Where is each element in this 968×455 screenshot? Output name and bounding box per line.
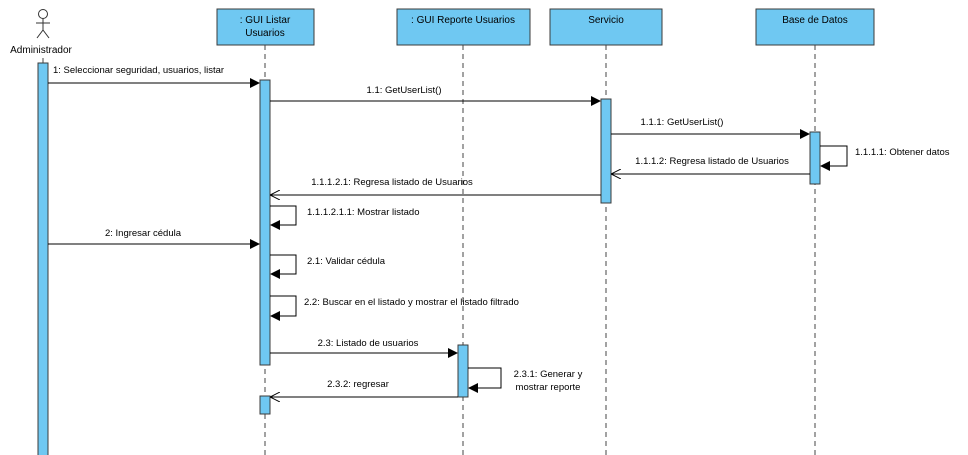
servicio-activation xyxy=(600,98,612,204)
message-1-1-1-2-1-return: 1.1.1.2.1: Regresa listado de Usuarios xyxy=(271,177,601,195)
participant-gui-listar-usuarios: : GUI Listar Usuarios xyxy=(216,8,315,46)
base-de-datos-activation xyxy=(809,131,821,185)
message-1-1-1-2-1-1: 1.1.1.2.1.1: Mostrar listado xyxy=(270,205,419,230)
participant-label: Base de Datos xyxy=(782,15,848,26)
message-label: 1.1.1.2.1.1: Mostrar listado xyxy=(307,207,419,218)
message-1-1-1-1: 1.1.1.1: Obtener datos xyxy=(820,145,950,171)
message-label: 1.1.1.1: Obtener datos xyxy=(855,147,950,158)
message-2: 2: Ingresar cédula xyxy=(48,228,260,249)
participant-label-line2: Usuarios xyxy=(245,28,284,39)
message-label: 1.1.1.2: Regresa listado de Usuarios xyxy=(635,156,789,167)
message-2-2: 2.2: Buscar en el listado y mostrar el l… xyxy=(270,295,519,321)
participant-box xyxy=(549,8,663,46)
message-label: 1.1.1: GetUserList() xyxy=(641,117,724,128)
gui-listar-activation-2 xyxy=(259,395,271,415)
message-label: 2.3: Listado de usuarios xyxy=(318,338,419,349)
message-label: 1.1.1.2.1: Regresa listado de Usuarios xyxy=(311,177,473,188)
message-label-line1: 2.3.1: Generar y xyxy=(514,369,583,380)
participant-base-de-datos: Base de Datos xyxy=(755,8,875,46)
message-1: 1: Seleccionar seguridad, usuarios, list… xyxy=(48,65,260,88)
actor-activation xyxy=(37,62,49,455)
message-label: 1: Seleccionar seguridad, usuarios, list… xyxy=(53,65,224,76)
message-1-1-1: 1.1.1: GetUserList() xyxy=(611,117,810,139)
message-1-1: 1.1: GetUserList() xyxy=(270,85,601,106)
actor-administrador: Administrador xyxy=(10,9,73,56)
message-label: 2.1: Validar cédula xyxy=(307,256,386,267)
participant-box xyxy=(755,8,875,46)
message-1-1-1-2-return: 1.1.1.2: Regresa listado de Usuarios xyxy=(612,156,810,174)
message-label: 1.1: GetUserList() xyxy=(367,85,442,96)
gui-reporte-activation xyxy=(457,344,469,398)
participant-gui-reporte-usuarios: : GUI Reporte Usuarios xyxy=(396,8,531,46)
actor-stick-figure-icon xyxy=(36,9,50,39)
message-label-line2: mostrar reporte xyxy=(516,382,581,393)
message-2-3-2-return: 2.3.2: regresar xyxy=(271,379,458,397)
message-label: 2.3.2: regresar xyxy=(327,379,389,390)
participant-servicio: Servicio xyxy=(549,8,663,46)
participant-label-line1: : GUI Listar xyxy=(240,15,291,26)
participant-label: Servicio xyxy=(588,15,624,26)
participant-box xyxy=(216,8,315,46)
message-2-3-1: 2.3.1: Generar y mostrar reporte xyxy=(468,367,583,393)
message-2-3: 2.3: Listado de usuarios xyxy=(270,338,458,358)
message-2-1: 2.1: Validar cédula xyxy=(270,254,386,279)
gui-listar-activation xyxy=(259,79,271,366)
message-label: 2.2: Buscar en el listado y mostrar el l… xyxy=(304,297,519,308)
participant-label: : GUI Reporte Usuarios xyxy=(411,15,515,26)
message-label: 2: Ingresar cédula xyxy=(105,228,182,239)
actor-label: Administrador xyxy=(10,45,72,56)
